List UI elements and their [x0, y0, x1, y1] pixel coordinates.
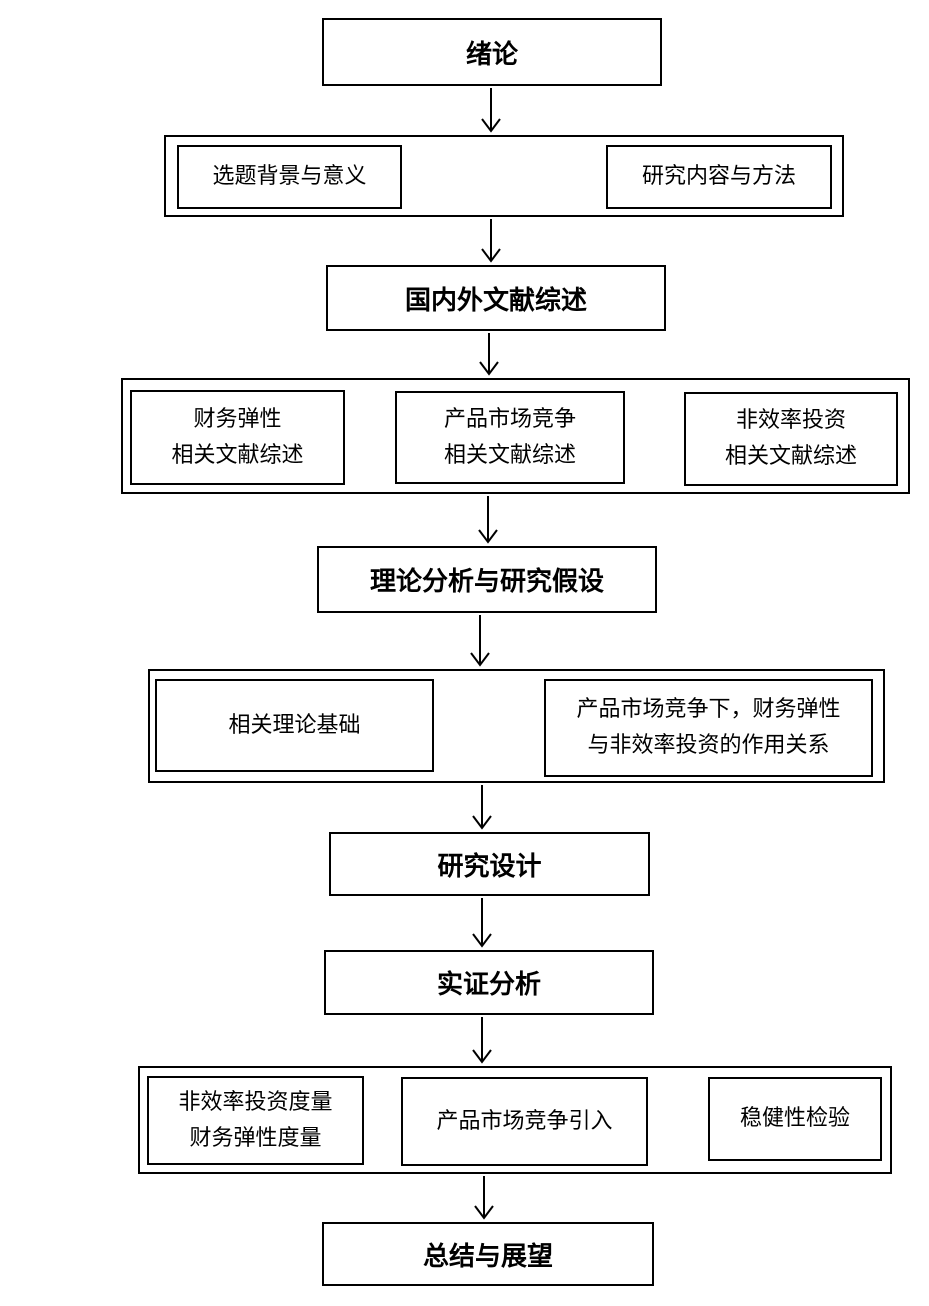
arrow-7: [472, 898, 492, 948]
step-design-label: 研究设计: [437, 851, 542, 882]
box-robustness: 稳健性检验: [708, 1077, 882, 1161]
step-empirical: 实证分析: [324, 950, 654, 1015]
box-measure: 非效率投资度量 财务弹性度量: [147, 1076, 364, 1165]
step-intro-label: 绪论: [465, 39, 518, 70]
arrow-3: [479, 333, 499, 376]
step-conclusion: 总结与展望: [322, 1222, 654, 1286]
box-theory-basis-label: 相关理论基础: [228, 712, 361, 738]
box-robustness-label: 稳健性检验: [739, 1106, 850, 1131]
box-method-label: 研究内容与方法: [641, 164, 796, 189]
box-relationship-line1: 产品市场竞争下，财务弹性: [576, 697, 841, 722]
box-background-label: 选题背景与意义: [212, 164, 367, 189]
box-comp-review-line2: 相关文献综述: [443, 442, 576, 468]
box-method: 研究内容与方法: [606, 145, 832, 209]
step-review: 国内外文献综述: [326, 265, 666, 331]
step-conclusion-label: 总结与展望: [422, 1241, 553, 1272]
arrow-6: [472, 785, 492, 830]
step-intro: 绪论: [322, 18, 662, 86]
box-flex-review-line2: 相关文献综述: [171, 442, 304, 468]
box-measure-line2: 财务弹性度量: [189, 1125, 322, 1151]
arrow-2: [481, 219, 501, 263]
box-inv-review-line2: 相关文献综述: [724, 444, 857, 469]
arrow-1: [481, 88, 501, 133]
step-review-label: 国内外文献综述: [404, 285, 587, 316]
box-comp-review: 产品市场竞争 相关文献综述: [395, 391, 625, 484]
box-theory-basis: 相关理论基础: [155, 679, 434, 772]
box-flex-review: 财务弹性 相关文献综述: [130, 390, 345, 485]
arrow-8: [472, 1017, 492, 1064]
box-comp-review-line1: 产品市场竞争: [443, 406, 576, 432]
step-empirical-label: 实证分析: [436, 970, 541, 1000]
box-relationship: 产品市场竞争下，财务弹性 与非效率投资的作用关系: [544, 679, 873, 777]
box-relationship-line2: 与非效率投资的作用关系: [587, 733, 830, 758]
arrow-4: [478, 496, 498, 544]
box-measure-line1: 非效率投资度量: [178, 1089, 333, 1115]
box-intro-competition-label: 产品市场竞争引入: [436, 1108, 613, 1134]
box-inv-review-line1: 非效率投资: [735, 408, 846, 433]
arrow-9: [474, 1176, 494, 1220]
step-theory-label: 理论分析与研究假设: [369, 567, 604, 597]
box-intro-competition: 产品市场竞争引入: [401, 1077, 648, 1166]
box-background: 选题背景与意义: [177, 145, 402, 209]
box-inv-review: 非效率投资 相关文献综述: [684, 392, 898, 486]
arrow-5: [470, 615, 490, 667]
step-theory: 理论分析与研究假设: [317, 546, 657, 613]
box-flex-review-line1: 财务弹性: [193, 406, 282, 432]
step-design: 研究设计: [329, 832, 650, 896]
